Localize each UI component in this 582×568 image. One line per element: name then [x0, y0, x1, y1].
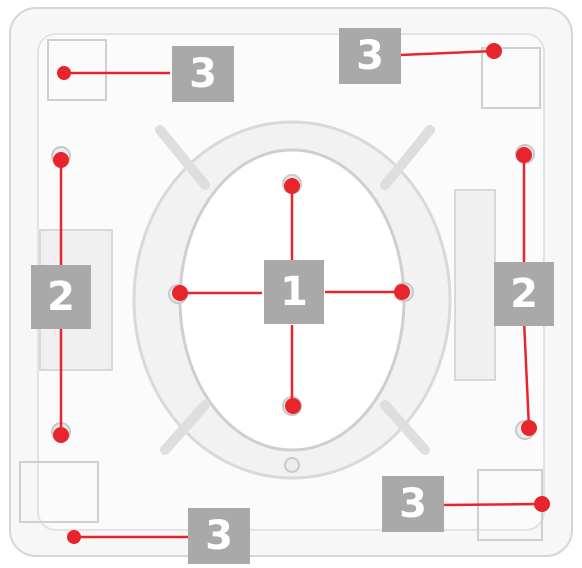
- dot-center-top: [284, 178, 300, 194]
- callout-badge-corner-top-left: 3: [172, 46, 234, 102]
- callout-badge-corner-bottom-left: 3: [188, 508, 250, 564]
- dot-right-bottom: [521, 420, 537, 436]
- callout-badge-center: 1: [264, 260, 324, 324]
- dot-right-top: [516, 147, 532, 163]
- support-spokes: [155, 125, 435, 455]
- dot-corner-bottom-left: [67, 530, 81, 544]
- leader-lines: [59, 49, 543, 539]
- dot-left-top: [53, 152, 69, 168]
- dot-corner-bottom-right: [534, 496, 550, 512]
- dot-left-bottom: [53, 427, 69, 443]
- callout-badge-corner-bottom-right: 3: [382, 476, 444, 532]
- callout-badge-side-left: 2: [31, 265, 91, 329]
- dot-center-bottom: [285, 398, 301, 414]
- dot-center-left: [172, 285, 188, 301]
- dot-corner-top-right: [486, 43, 502, 59]
- right-side-slot: [454, 189, 496, 381]
- dot-corner-top-left: [57, 66, 71, 80]
- callout-badge-side-right: 2: [494, 262, 554, 326]
- dot-center-right: [394, 284, 410, 300]
- leader-dots: [53, 43, 550, 544]
- callout-badge-corner-top-right: 3: [339, 28, 401, 84]
